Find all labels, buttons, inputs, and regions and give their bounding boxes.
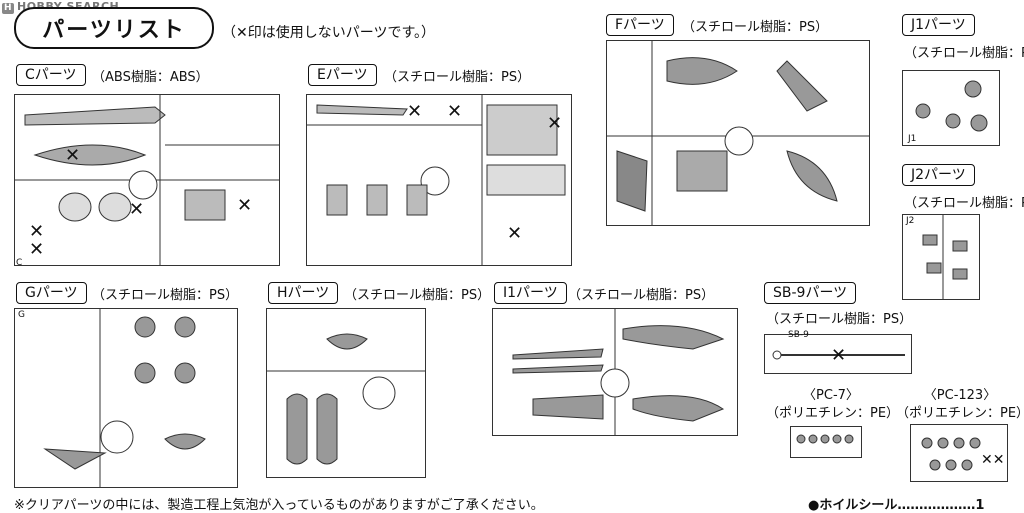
unused-mark: ✕ — [547, 113, 563, 134]
runner-tag-c: C — [16, 258, 23, 268]
section-material-g: （スチロール樹脂：PS） — [92, 288, 239, 303]
runner-j1 — [902, 70, 1000, 146]
runner-sb9-parts — [772, 350, 905, 360]
footer-note: ※クリアパーツの中には、製造工程上気泡が入っているものがありますがご了承ください… — [14, 498, 544, 513]
runner-g — [14, 308, 238, 488]
section-label-g: Gパーツ — [16, 282, 87, 304]
section-label-j1: J1パーツ — [902, 14, 975, 36]
section-label-e: Eパーツ — [308, 64, 377, 86]
section-material-e: （スチロール樹脂：PS） — [384, 70, 531, 85]
section-material-i1: （スチロール樹脂：PS） — [568, 288, 715, 303]
foil-seal-count: ●ホイルシール………………1 — [808, 498, 985, 513]
unused-mark: ✕ — [507, 223, 523, 244]
header-note: （✕印は使用しないパーツです。） — [222, 25, 436, 41]
section-material-c: （ABS樹脂：ABS） — [92, 70, 209, 85]
runner-tag-sb9: SB-9 — [788, 330, 809, 340]
section-material-h: （スチロール樹脂：PS） — [344, 288, 491, 303]
section-material-sb9: （スチロール樹脂：PS） — [766, 312, 913, 327]
runner-c: ✕ ✕ ✕ ✕ ✕ — [14, 94, 280, 266]
section-label-j2: J2パーツ — [902, 164, 975, 186]
runner-f-parts — [607, 41, 869, 225]
unused-mark: ✕ — [29, 239, 45, 260]
section-label-c: Cパーツ — [16, 64, 86, 86]
runner-i1 — [492, 308, 738, 436]
unused-mark: ✕✕ — [981, 452, 1005, 468]
runner-h — [266, 308, 426, 478]
section-label-pc123: 〈PC-123〉 — [923, 388, 997, 403]
runner-e-parts — [307, 95, 566, 265]
unused-mark: ✕ — [831, 345, 847, 366]
runner-e: ✕ ✕ ✕ ✕ — [306, 94, 572, 266]
unused-mark: ✕ — [237, 195, 253, 216]
page-title: パーツリスト — [14, 7, 214, 49]
section-material-pc123: （ポリエチレン：PE） — [896, 406, 1024, 421]
runner-j2-parts — [922, 215, 968, 299]
section-label-h: Hパーツ — [268, 282, 339, 304]
runner-pc7 — [790, 426, 862, 458]
runner-h-parts — [267, 333, 425, 465]
section-material-j1: （スチロール樹脂：PS） — [904, 46, 1024, 61]
section-material-pc7: （ポリエチレン：PE） — [766, 406, 900, 421]
section-label-i1: I1パーツ — [494, 282, 567, 304]
runner-f — [606, 40, 870, 226]
runner-pc123: ✕✕ — [910, 424, 1008, 482]
unused-mark: ✕ — [129, 199, 145, 220]
runner-j2 — [902, 214, 980, 300]
section-label-pc7: 〈PC-7〉 — [803, 388, 859, 403]
runner-tag-j1: J1 — [908, 134, 917, 144]
runner-pc7-parts — [796, 434, 854, 444]
section-material-j2: （スチロール樹脂：PS） — [904, 196, 1024, 211]
section-material-f: （スチロール樹脂：PS） — [682, 20, 829, 35]
unused-mark: ✕ — [65, 145, 81, 166]
runner-i1-parts — [512, 309, 725, 435]
runner-tag-g: G — [18, 310, 25, 320]
runner-j1-parts — [915, 80, 988, 132]
runner-g-parts — [43, 309, 206, 487]
unused-mark: ✕ — [29, 221, 45, 242]
runner-sb9: ✕ — [764, 334, 912, 374]
section-label-sb9: SB-9パーツ — [764, 282, 857, 304]
unused-mark: ✕ — [447, 101, 463, 122]
unused-mark: ✕ — [407, 101, 423, 122]
section-label-f: Fパーツ — [606, 14, 674, 36]
runner-c-parts — [15, 95, 279, 265]
runner-pc123-parts — [921, 437, 981, 471]
runner-tag-j2: J2 — [906, 216, 915, 226]
